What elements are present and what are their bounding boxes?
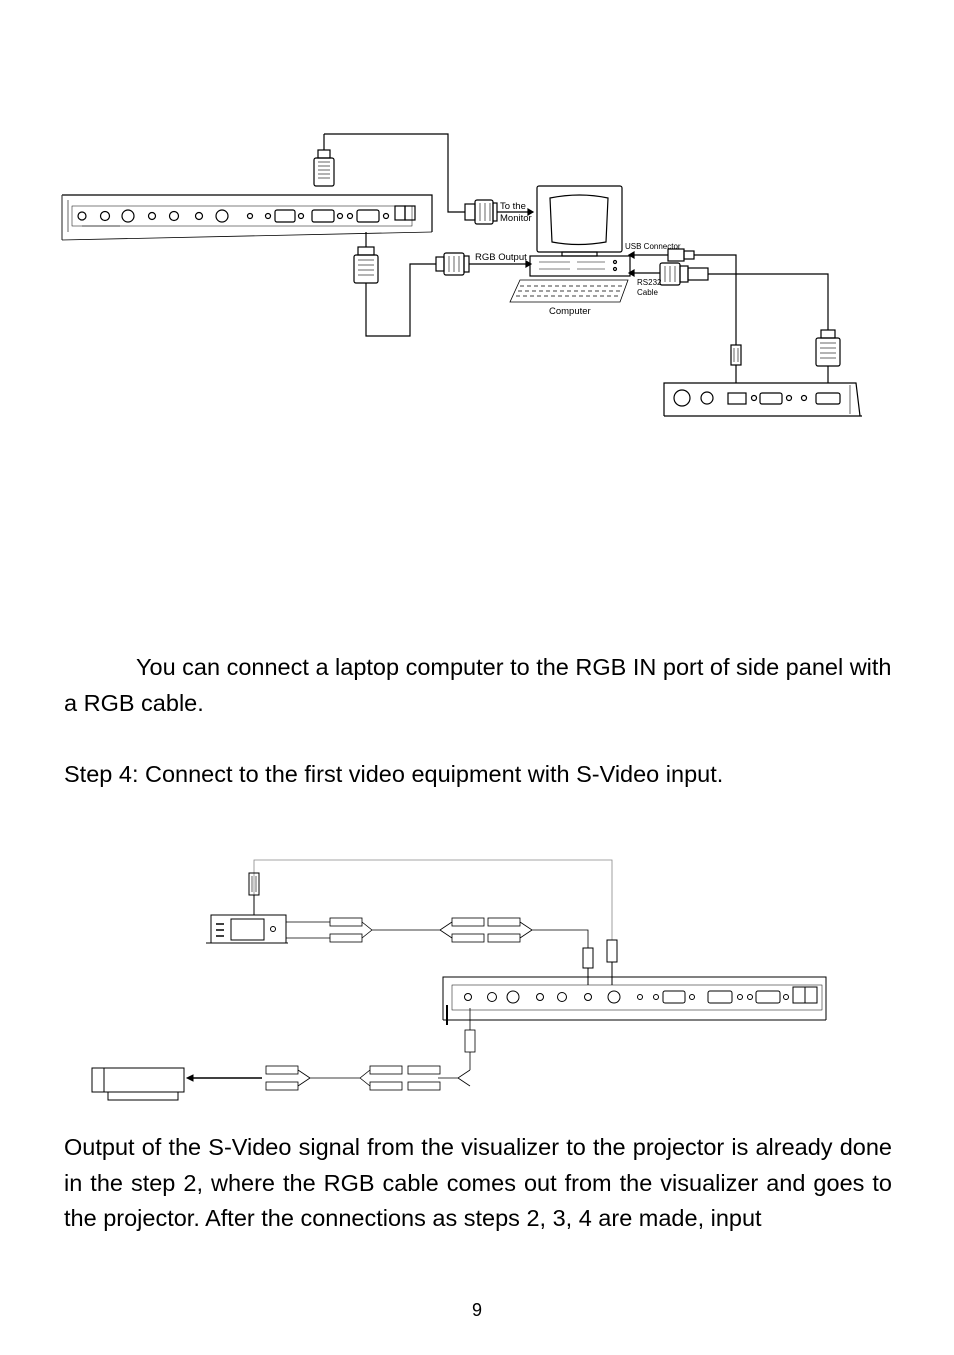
paragraph-laptop-text: You can connect a laptop computer to the…	[64, 654, 892, 716]
label-rgb-output: RGB Output	[475, 252, 527, 263]
rca-cable-audio-1	[286, 917, 589, 948]
visualizer-side-panel-2	[442, 976, 827, 1025]
label-to-the: To the	[500, 201, 526, 212]
computer-icon	[529, 255, 631, 277]
paragraph-svideo-output: Output of the S-Video signal from the vi…	[64, 1134, 892, 1231]
svideo-plug-panel	[582, 939, 618, 985]
label-cable: Cable	[637, 288, 658, 297]
diagram-computer-connection: To the Monitor RGB Output USB Connector …	[0, 0, 954, 440]
label-usb-connector: USB Connector	[625, 242, 681, 251]
monitor-icon	[536, 185, 623, 257]
paragraph-laptop-connection: You can connect a laptop computer to the…	[64, 650, 892, 721]
cable-to-monitor	[313, 133, 535, 225]
vcr-device-icon	[206, 914, 288, 944]
usb-cable	[627, 248, 742, 383]
label-computer: Computer	[549, 306, 591, 317]
visualizer-side-panel	[61, 194, 433, 241]
step-4-heading: Step 4: Connect to the first video equip…	[64, 761, 724, 787]
rca-cable-audio-2	[265, 1008, 476, 1091]
keyboard-icon	[509, 279, 629, 303]
rgb-cable	[353, 232, 533, 337]
rear-panel	[663, 382, 862, 417]
diagram-svideo-connection	[0, 850, 954, 1110]
label-monitor: Monitor	[500, 213, 532, 224]
svideo-cable	[253, 859, 613, 940]
projector-icon	[91, 1067, 262, 1101]
page-number: 9	[471, 1300, 482, 1320]
label-rs232: RS232	[637, 278, 662, 287]
rs232-cable	[627, 262, 841, 383]
svideo-plug-vcr	[248, 872, 260, 915]
